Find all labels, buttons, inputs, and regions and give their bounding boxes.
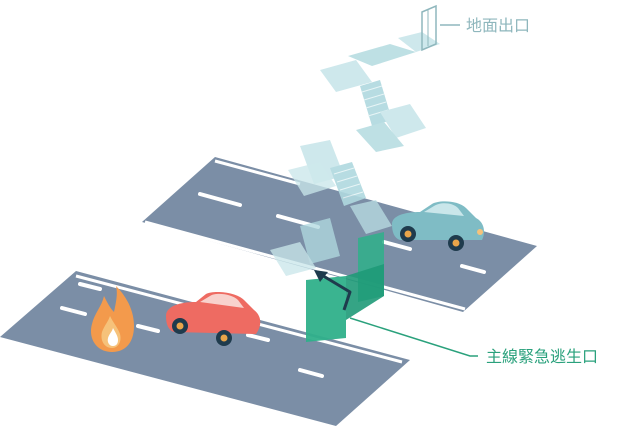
stair-landing-7 bbox=[350, 200, 392, 234]
upper-road-surface bbox=[142, 157, 537, 312]
upper-road-edge-line-far bbox=[214, 159, 301, 186]
ground-exit-label: 地面出口 bbox=[466, 16, 530, 35]
shaft-side bbox=[346, 264, 384, 320]
lower-lane-marks bbox=[60, 282, 404, 400]
stair-landing-8 bbox=[270, 242, 316, 276]
stair-landing-2 bbox=[320, 60, 372, 92]
stair-landing-3 bbox=[380, 104, 426, 138]
car-icon bbox=[392, 201, 484, 251]
car-icon bbox=[166, 292, 261, 346]
stair-landing-6 bbox=[288, 162, 336, 196]
fire-icon bbox=[90, 286, 134, 352]
stair-flight-4 bbox=[300, 218, 340, 264]
emergency-exit-leader bbox=[349, 317, 478, 357]
exit-shaft bbox=[306, 232, 384, 342]
stair-flight-1 bbox=[348, 44, 416, 66]
upper-road bbox=[142, 157, 537, 312]
arrow-up-icon bbox=[314, 270, 352, 311]
staircase bbox=[270, 32, 440, 276]
shaft-front bbox=[306, 276, 346, 342]
door-icon bbox=[421, 4, 437, 52]
stair-landing-4 bbox=[356, 122, 404, 152]
stair-steps-3 bbox=[333, 167, 364, 199]
main-emergency-exit-label: 主線緊急逃生口 bbox=[486, 347, 598, 366]
